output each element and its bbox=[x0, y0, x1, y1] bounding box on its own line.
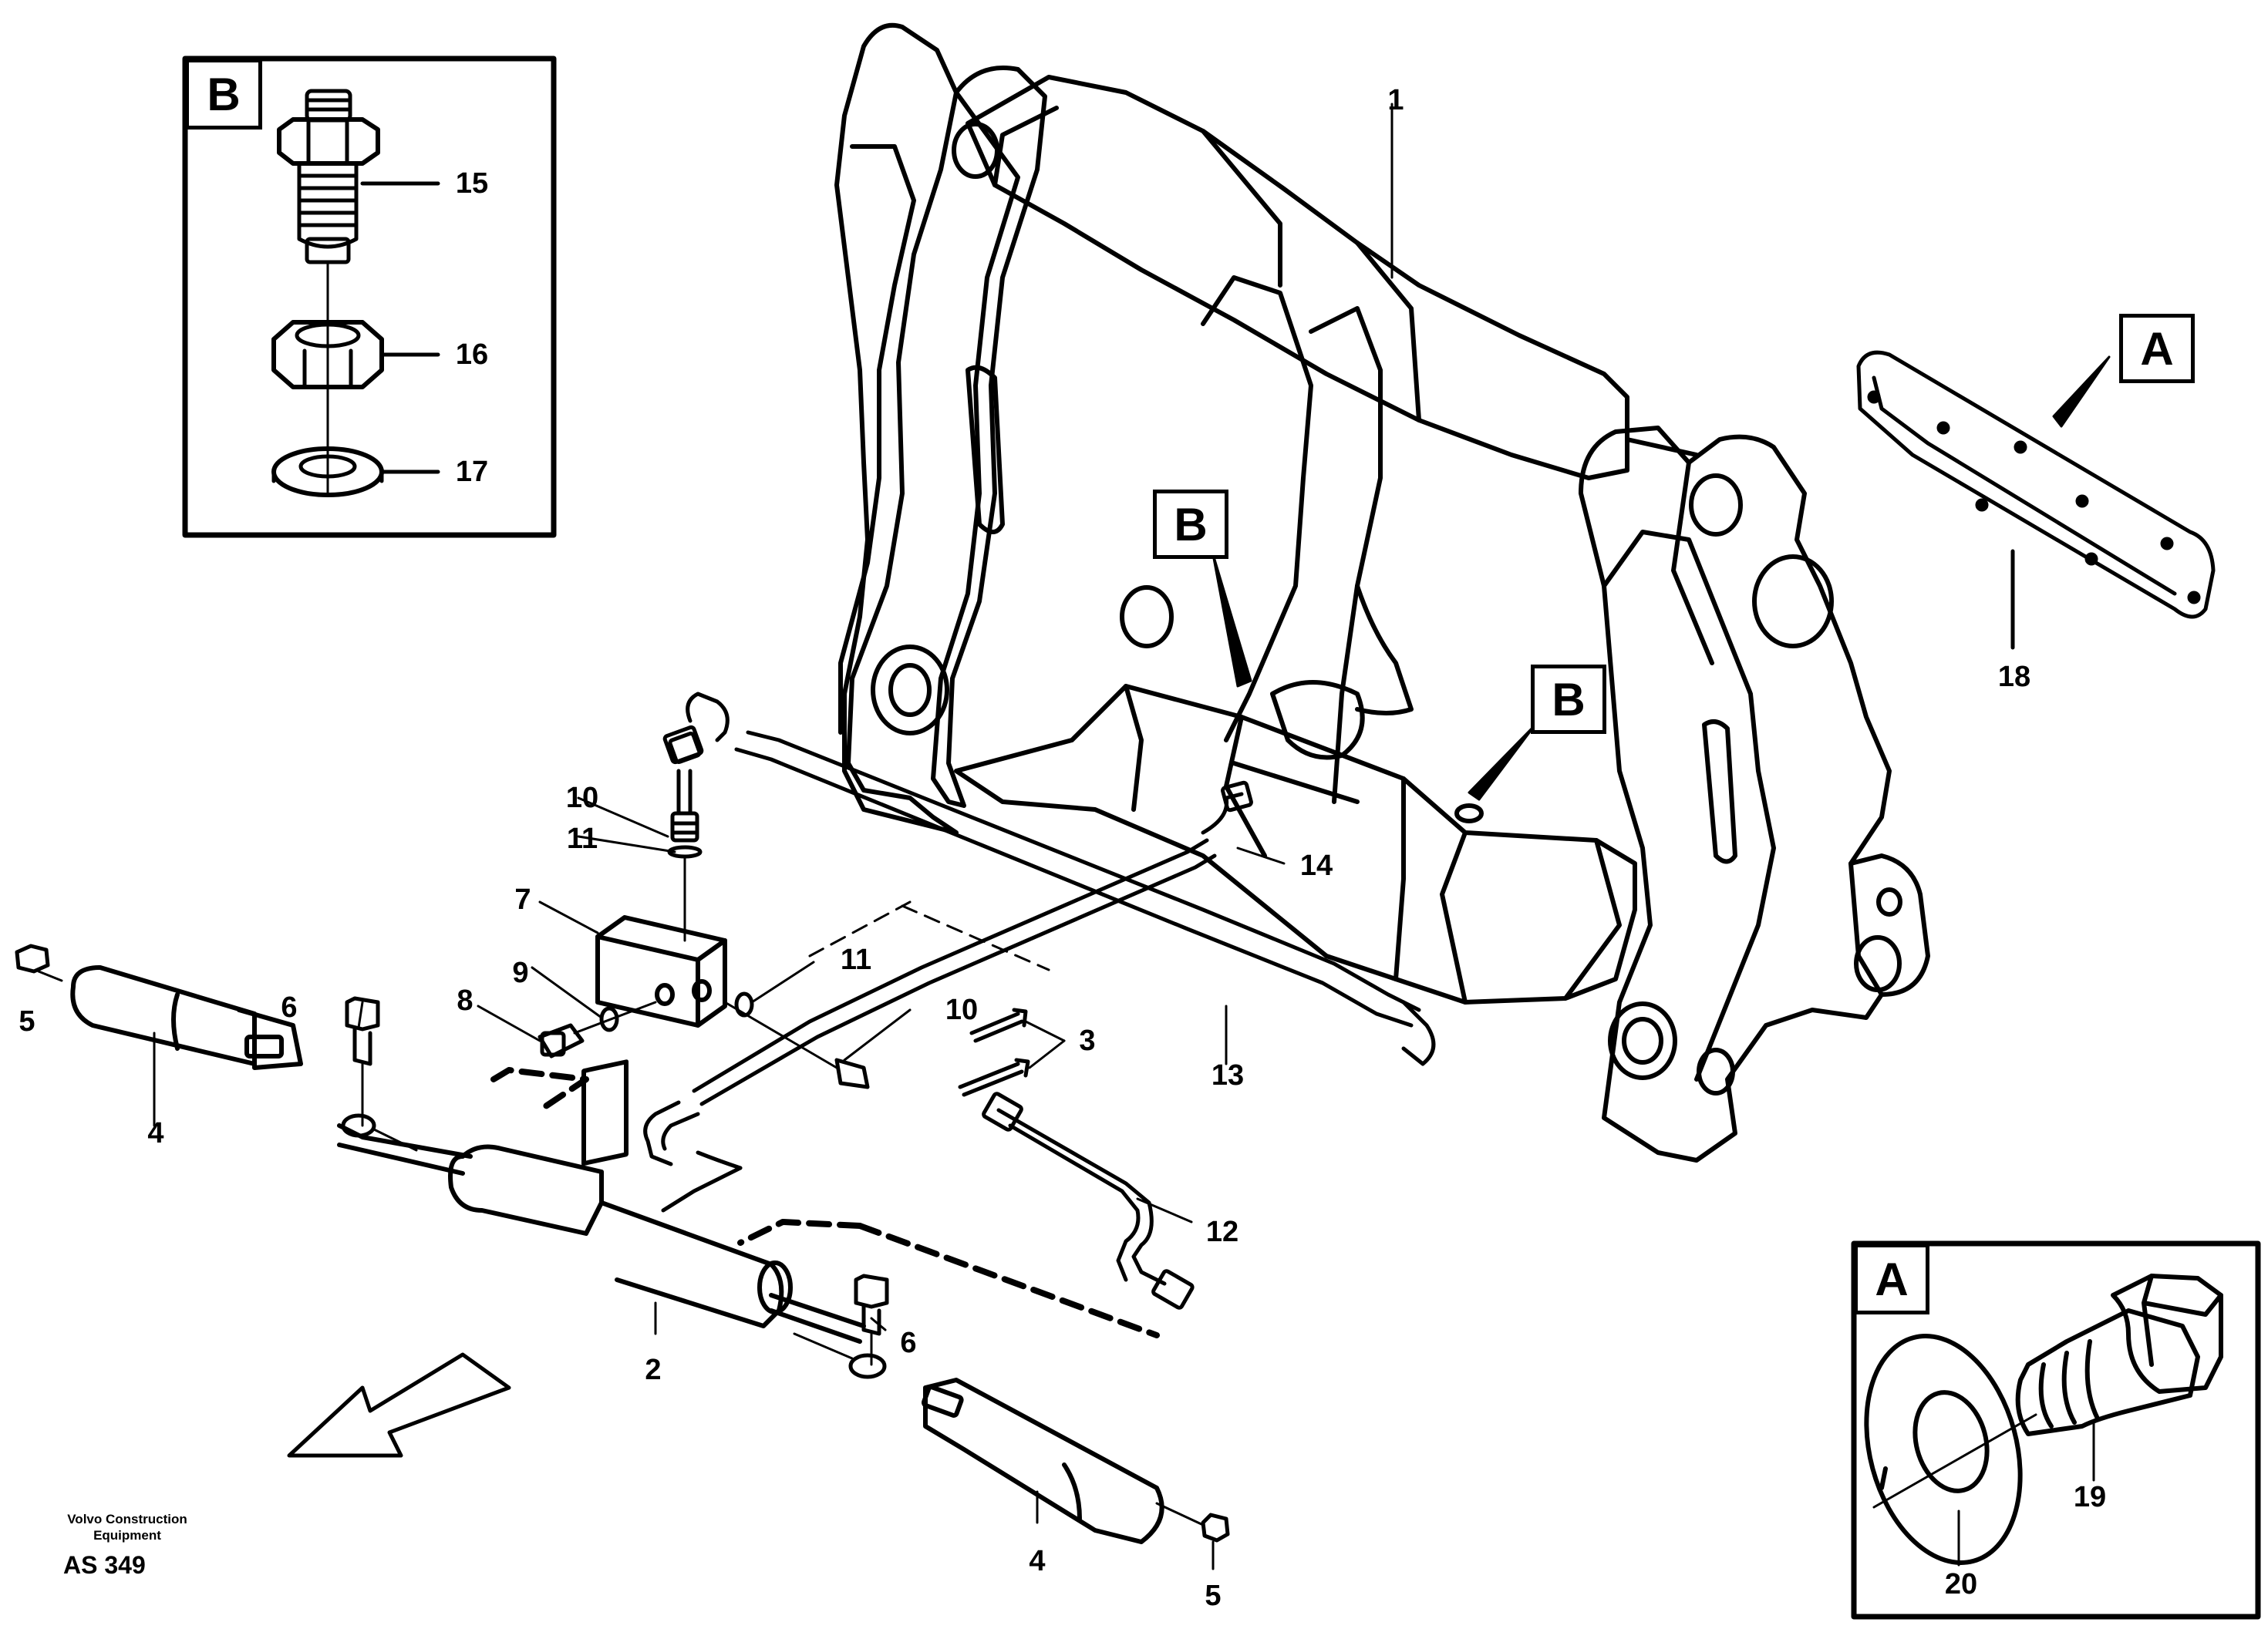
detail-tag-b-main-2: B bbox=[1531, 665, 1606, 734]
flange-bolt-19 bbox=[2015, 1274, 2223, 1436]
part-label-19: 19 bbox=[2073, 1481, 2107, 1513]
locking-pin-4-right bbox=[922, 1378, 1164, 1544]
leaders bbox=[153, 103, 1393, 1570]
part-label-17: 17 bbox=[455, 456, 489, 488]
part-label-2: 2 bbox=[645, 1354, 662, 1386]
wear-plate-18 bbox=[1856, 350, 2216, 619]
fitting-10-upper bbox=[662, 725, 704, 942]
part-label-6-upper: 6 bbox=[281, 991, 298, 1024]
locking-pin-4-left bbox=[70, 965, 303, 1070]
tag-a-arrow bbox=[2052, 355, 2111, 428]
part-label-18: 18 bbox=[1997, 661, 2031, 693]
part-label-11-lower: 11 bbox=[840, 944, 872, 976]
part-label-6-lower: 6 bbox=[900, 1327, 917, 1359]
part-label-14: 14 bbox=[1299, 850, 1333, 882]
thin-dashed bbox=[808, 900, 1050, 971]
pin-bolt-6-lower bbox=[848, 1274, 889, 1379]
part-label-4-left: 4 bbox=[147, 1117, 164, 1149]
part-label-20: 20 bbox=[1944, 1568, 1978, 1600]
fitting-10-lower bbox=[723, 1001, 870, 1089]
tag-b1-arrow bbox=[1212, 553, 1252, 688]
part-label-11-upper: 11 bbox=[566, 823, 598, 855]
hose-12 bbox=[982, 1092, 1195, 1310]
o-ring-11 bbox=[734, 991, 754, 1018]
cyl-link-2 bbox=[793, 1332, 854, 1360]
drawing-code: AS 349 bbox=[63, 1551, 146, 1579]
hydraulic-cylinder-2 bbox=[337, 1059, 866, 1344]
dashed-lines bbox=[490, 1067, 1160, 1338]
part-label-5-left: 5 bbox=[19, 1005, 35, 1038]
part-label-3: 3 bbox=[1079, 1025, 1096, 1057]
hose-14 bbox=[692, 780, 1253, 1106]
hose-routing bbox=[643, 1100, 743, 1213]
part-label-7: 7 bbox=[514, 883, 531, 916]
forward-direction-arrow bbox=[287, 1352, 511, 1458]
hose-13 bbox=[668, 692, 1436, 1066]
part-label-16: 16 bbox=[455, 338, 489, 371]
tag-b2-arrow bbox=[1468, 724, 1536, 801]
vent-plug-5-left bbox=[15, 944, 63, 982]
company-line-1: Volvo Construction bbox=[67, 1512, 187, 1526]
part-label-8: 8 bbox=[457, 984, 473, 1017]
quick-coupler-frame-1 bbox=[834, 22, 1930, 1163]
inset-a-frame bbox=[1851, 1240, 2261, 1620]
detail-tag-b-main-1: B bbox=[1153, 490, 1228, 559]
part-label-1: 1 bbox=[1387, 84, 1404, 116]
axis-a bbox=[1872, 1413, 2037, 1509]
hex-nut-16 bbox=[271, 320, 384, 389]
part-label-4-right: 4 bbox=[1029, 1545, 1046, 1577]
bolt-3-a bbox=[969, 1008, 1028, 1043]
bolt-3-b bbox=[958, 1058, 1030, 1097]
company-name: Volvo Construction Equipment bbox=[46, 1511, 208, 1544]
company-line-2: Equipment bbox=[93, 1528, 161, 1543]
detail-tag-b-inset: B bbox=[185, 59, 262, 130]
detail-tag-a-inset: A bbox=[1854, 1244, 1929, 1314]
part-label-15: 15 bbox=[455, 167, 489, 200]
o-ring-9 bbox=[599, 1006, 619, 1032]
vent-plug-5-right bbox=[1155, 1502, 1230, 1543]
cyl-link bbox=[372, 1128, 418, 1152]
detail-tag-a-main: A bbox=[2119, 314, 2195, 383]
pin-bolt-6-upper bbox=[341, 996, 380, 1138]
adapter-fitting-15 bbox=[277, 89, 380, 264]
washer-20 bbox=[1864, 1334, 2023, 1565]
part-label-10-lower: 10 bbox=[945, 994, 979, 1026]
part-label-12: 12 bbox=[1205, 1216, 1239, 1248]
part-label-5-right: 5 bbox=[1205, 1580, 1222, 1612]
inset-b-frame bbox=[182, 56, 557, 538]
valve-block-7 bbox=[595, 915, 727, 1028]
part-label-13: 13 bbox=[1211, 1059, 1245, 1092]
part-label-10-upper: 10 bbox=[565, 782, 599, 814]
part-label-9: 9 bbox=[512, 957, 529, 989]
